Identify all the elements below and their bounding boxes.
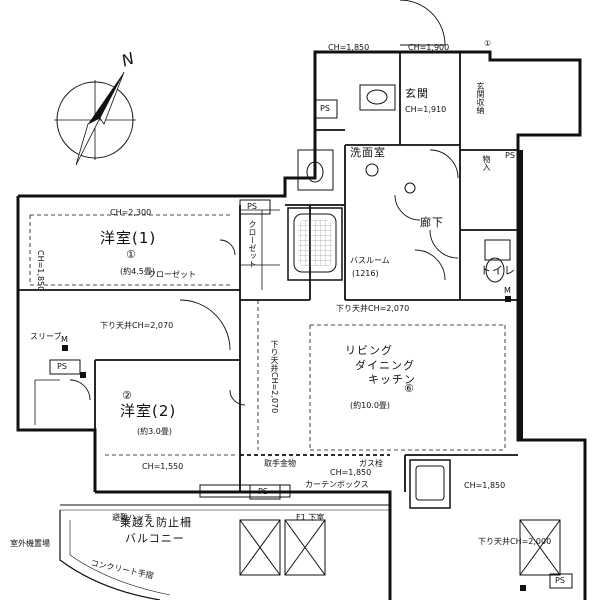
western1-name: 洋室(1) [100,229,157,247]
entrance-storage: 玄関収納 [476,82,485,114]
m-label-2: M [504,286,511,295]
entrance-ceiling-a: CH=1,850 [328,43,370,52]
entrance-name: 玄関 [405,87,429,100]
bathroom-name: バスルーム [350,256,390,265]
lower-right-ceiling: 下り天井CH=2,000 [478,537,552,546]
western1-ceiling: CH=2,300 [110,208,152,217]
gas-stand-label: ガス栓 [359,459,383,468]
closet-vertical-label: クローゼット [248,220,257,268]
ldk-bottom-ceiling: CH=1,850 [330,468,372,477]
kitchen-sink [409,459,451,509]
circle-mark-label: ① [484,39,492,48]
western2-numeral: ② [122,389,133,402]
ps-label-2: PS [57,362,67,371]
curtain-box-label: カーテンボックス [305,480,369,489]
storage-closet-label: クローゼット [148,270,196,279]
ps-boxes [49,99,573,589]
western1-area: (約4.5畳) [120,267,155,276]
ldk-vertical-ceiling: 下り天井CH=2,070 [270,340,279,414]
entrance-ceiling-c: CH=1,910 [405,105,447,114]
m-label-1: M [61,335,68,344]
balcony-name: バルコニー [125,532,185,545]
ps-label-1: PS [247,202,257,211]
dashed-ceiling-lines [29,214,506,456]
ps-label-4: PS [258,487,268,496]
ldk-numeral: ⑥ [404,382,415,395]
outer-walls [16,50,587,600]
toilet-fixture [484,239,511,283]
closet-lines [34,209,280,425]
fitting-label: 取手金物 [264,459,296,468]
ldk-name-line3: キッチン [368,373,416,386]
right-ceiling: CH=1,850 [464,481,506,490]
washroom-name: 洗面室 [350,146,386,159]
ps-label-6: PS [555,576,565,585]
outdoor-unit-label: 室外機置場 [10,539,50,548]
bathtub [287,207,343,281]
ldk-top-ceiling: 下り天井CH=2,070 [336,304,410,313]
western1-numeral: ① [126,248,137,261]
balcony-sub: 乗越え防止柵 [120,516,192,529]
compass-needle-north [88,72,124,124]
left-vertical-ceiling: CH=1,850 [36,250,45,292]
western2-name: 洋室(2) [120,402,177,420]
western2-ceiling: CH=1,550 [142,462,184,471]
slab-label: F1 下室 [296,513,325,522]
ldk-name-line2: ダイニング [355,359,415,372]
meter-markers [62,296,526,591]
western2-area: (約3.0畳) [137,427,172,436]
ps-label-5: PS [505,151,515,160]
washroom-fixtures [297,84,416,194]
toilet-name: トイレ [480,264,516,277]
bathroom-size: (1216) [352,269,379,278]
ldk-area: (約10.0畳) [350,401,391,410]
door-arcs [69,0,459,406]
ps-label-3: PS [320,104,330,113]
shoe-cupboard-label: 物入 [482,155,491,171]
sleeve-label: スリーブ [30,332,62,341]
western1-lower-ceiling: 下り天井CH=2,070 [100,321,174,330]
fire-escape-label: 避難ハッチ [112,513,152,522]
balcony [59,484,561,600]
entrance-ceiling-b: CH=1,900 [408,43,450,52]
ldk-name-line1: リビング [345,344,393,357]
compass [54,71,136,166]
hallway-name: 廊下 [420,216,444,229]
